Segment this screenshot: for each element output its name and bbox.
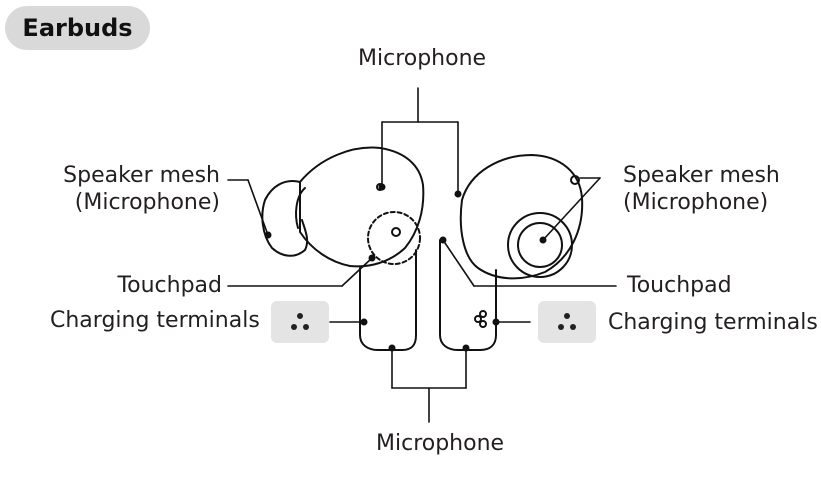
left-earbud bbox=[261, 146, 425, 351]
label-microphone-bottom: Microphone bbox=[376, 431, 505, 456]
leader-lines bbox=[227, 87, 617, 423]
right-stem bbox=[439, 239, 497, 351]
left-earbud-body bbox=[299, 146, 425, 268]
right-speaker-outer bbox=[507, 212, 573, 278]
label-microphone-top: Microphone bbox=[358, 46, 487, 71]
leader-endpoints bbox=[264, 183, 547, 352]
charging-terminals-icon-right bbox=[538, 301, 596, 343]
right-earbud-body bbox=[459, 154, 584, 280]
left-eartip bbox=[261, 180, 309, 257]
left-touchpad-ring bbox=[367, 211, 421, 265]
label-speaker-mesh-right: Speaker mesh bbox=[623, 163, 780, 188]
label-touchpad-right: Touchpad bbox=[627, 273, 732, 298]
label-charging-right: Charging terminals bbox=[608, 310, 818, 335]
label-speaker-mesh-left-sub: (Microphone) bbox=[74, 190, 220, 215]
section-title-text: Earbuds bbox=[22, 14, 133, 42]
right-earbud bbox=[439, 154, 584, 351]
label-charging-left: Charging terminals bbox=[50, 308, 260, 333]
label-touchpad-left: Touchpad bbox=[117, 273, 222, 298]
label-speaker-mesh-right-sub: (Microphone) bbox=[623, 190, 769, 215]
right-speaker-inner bbox=[517, 222, 563, 268]
section-title: Earbuds bbox=[5, 6, 150, 50]
label-speaker-mesh-left: Speaker mesh bbox=[63, 163, 220, 188]
charging-terminals-icon-left bbox=[271, 301, 329, 343]
